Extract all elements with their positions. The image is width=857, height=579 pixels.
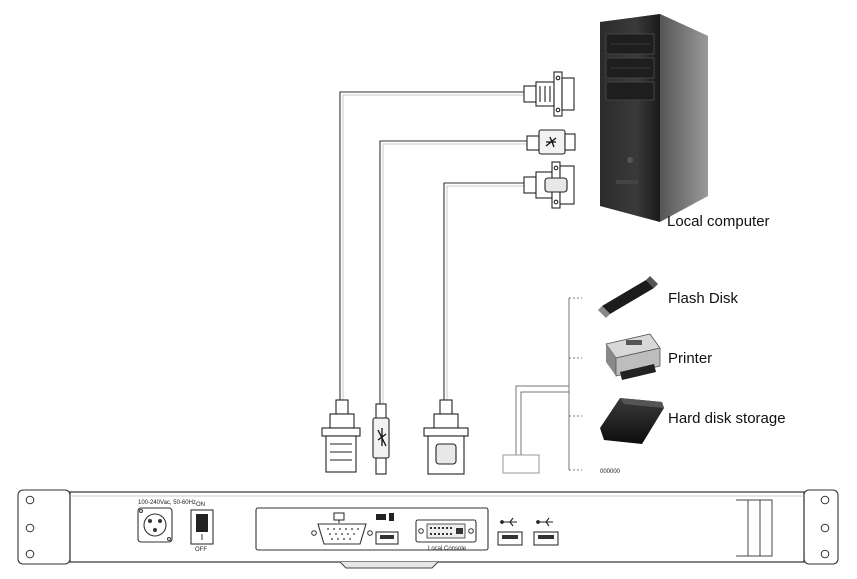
usb-port-2[interactable] xyxy=(533,531,559,546)
flash-disk-icon xyxy=(598,276,658,318)
power-rating-label: 100-240Vac, 50-60Hz xyxy=(138,500,196,506)
local-computer-tower xyxy=(600,14,708,222)
console-usb-port[interactable] xyxy=(375,531,399,545)
printer-icon xyxy=(605,333,661,380)
vga-cable xyxy=(339,91,524,400)
local-console-label: Local Console xyxy=(428,546,467,552)
dvi-cable xyxy=(443,182,524,400)
switch-on-label: ON xyxy=(196,502,205,508)
usb-cable xyxy=(379,140,527,404)
vga-connector-kvm xyxy=(321,399,361,473)
usb-symbol-icon xyxy=(536,517,553,527)
printer-label: Printer xyxy=(668,350,712,367)
usb-port-1[interactable] xyxy=(497,531,523,546)
usb-connector-kvm xyxy=(372,403,390,475)
hard-disk-icon xyxy=(600,398,664,444)
monitor-icon xyxy=(333,512,345,523)
flash-disk-label: Flash Disk xyxy=(668,290,739,307)
power-switch[interactable] xyxy=(190,509,214,545)
dvi-connector-kvm xyxy=(423,399,469,475)
usb-connector-computer xyxy=(526,129,576,155)
usb-symbol-icon xyxy=(500,517,517,527)
small-code-label: 000000 xyxy=(600,469,621,475)
vga-connector-computer xyxy=(523,71,575,117)
power-inlet-connector[interactable] xyxy=(137,507,173,543)
peripheral-branch-lines xyxy=(502,297,582,474)
hard-disk-label: Hard disk storage xyxy=(668,410,786,427)
local-computer-label: Local computer xyxy=(667,213,770,230)
dvi-connector-computer xyxy=(523,161,575,209)
dvi-port[interactable] xyxy=(415,519,477,543)
keyboard-mouse-icon xyxy=(376,513,394,521)
switch-off-label: OFF xyxy=(195,547,207,553)
vga-port[interactable] xyxy=(311,523,373,545)
